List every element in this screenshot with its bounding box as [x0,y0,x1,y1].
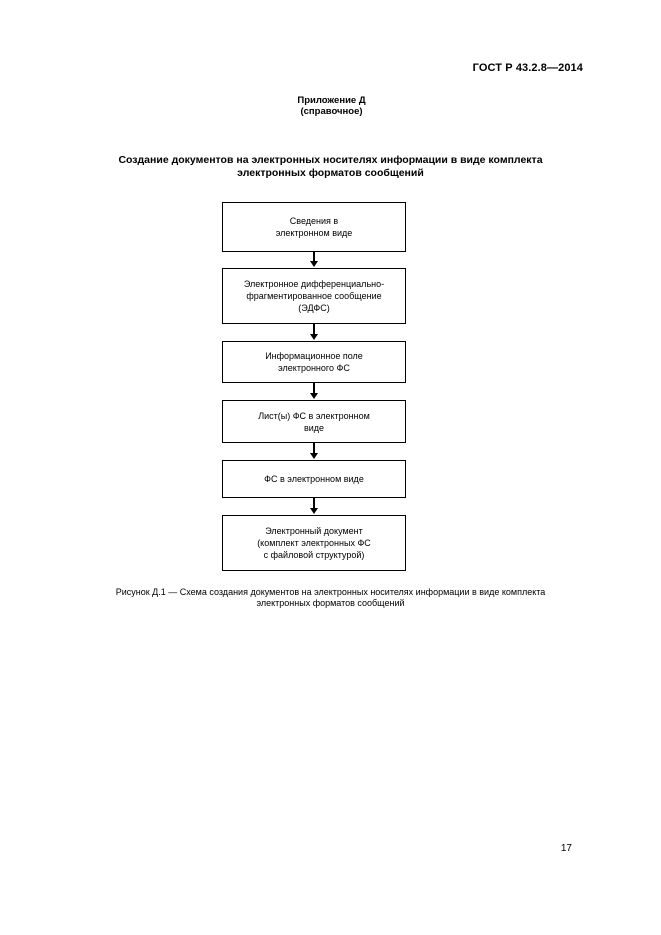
flow-box-sheets: Лист(ы) ФС в электронном виде [222,400,406,443]
annex-type: (справочное) [300,106,363,117]
flow-box-edfs: Электронное дифференциально- фрагментиро… [222,268,406,324]
flow-box-line: (ЭДФС) [298,303,330,313]
flow-box-info-field: Информационное поле электронного ФС [222,341,406,383]
section-title-line-1: Создание документов на электронных носит… [118,154,543,166]
flow-box-line: Электронное дифференциально- [243,279,385,289]
standard-designation: ГОСТ Р 43.2.8—2014 [472,62,583,74]
flow-box-line: электронного ФС [278,363,350,373]
annex-heading: Приложение Д (справочное) [0,95,661,117]
annex-title: Приложение Д [297,95,366,106]
figure-caption: Рисунок Д.1 — Схема создания документов … [0,587,661,609]
section-title-line-2: электронных форматов сообщений [237,167,424,179]
flow-box-source-data: Сведения в электронном виде [222,202,406,252]
flow-box-fs-electronic: ФС в электронном виде [222,460,406,498]
flow-box-line: Лист(ы) ФС в электронном [258,410,370,421]
flow-box-line: электронном виде [275,228,353,238]
flow-box-line: с файловой структурой) [263,550,365,560]
flow-box-line: Электронный документ [265,526,363,536]
flow-box-line: Сведения в [289,216,339,226]
flow-arrow [310,324,318,340]
flow-arrow [310,252,318,267]
figure-caption-line-1: Рисунок Д.1 — Схема создания документов … [115,587,546,597]
figure-caption-line-2: электронных форматов сообщений [256,598,405,608]
flow-box-electronic-document: Электронный документ (комплект электронн… [222,515,406,571]
flow-arrow [310,443,318,459]
flow-box-line: виде [303,422,325,433]
flow-box-line: Информационное поле [265,351,363,361]
flow-arrow [310,383,318,399]
flow-box-line: ФС в электронном виде [264,474,364,484]
section-title: Создание документов на электронных носит… [0,154,661,180]
page-number: 17 [560,843,572,854]
flow-box-line: (комплект электронных ФС [257,538,371,548]
flow-box-line: фрагментированное сообщение [246,291,382,301]
flow-arrow [310,498,318,514]
